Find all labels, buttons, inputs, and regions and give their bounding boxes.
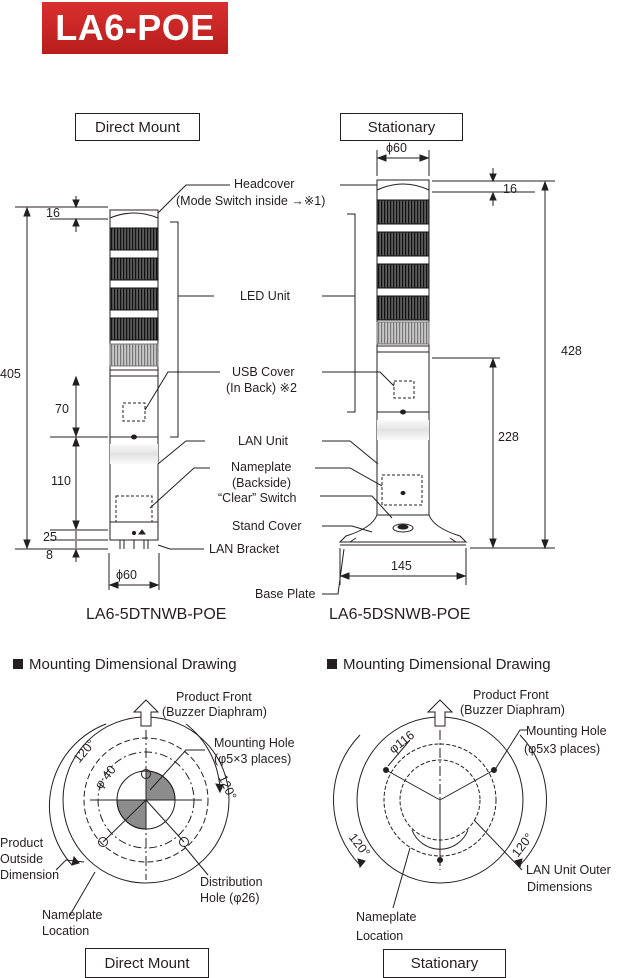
callout-base-plate: Base Plate [255, 587, 316, 601]
stationary-view-label: Stationary [340, 113, 463, 141]
callout-backside: (Backside) [232, 476, 292, 490]
stationary-plan [333, 699, 547, 909]
label-location-right: Location [356, 929, 404, 943]
label-product-front-left: Product Front [176, 690, 252, 704]
label-dimension: Dimension [0, 868, 60, 882]
callout-stand-cover: Stand Cover [232, 519, 302, 533]
callout-lan-bracket: LAN Bracket [209, 542, 280, 556]
callout-mode-switch: (Mode Switch inside →※1) [176, 194, 326, 208]
label-product-front-right: Product Front [473, 688, 549, 702]
callout-usb-cover: USB Cover [232, 365, 295, 379]
section-title-left: Mounting Dimensional Drawing [13, 656, 237, 673]
label-hole-spec-left: (φ5×3 places) [214, 752, 292, 766]
model-direct-mount: LA6-5DTNWB-POE [86, 606, 227, 623]
dim-phi60-left: ϕ60 [116, 568, 137, 582]
model-stationary: LA6-5DSNWB-POE [329, 606, 471, 623]
section-title-right: Mounting Dimensional Drawing [327, 656, 551, 673]
dim-428: 428 [561, 344, 582, 358]
dim-phi60-right: ϕ60 [386, 141, 407, 155]
callout-headcover: Headcover [234, 177, 295, 191]
callout-lan-unit: LAN Unit [238, 434, 289, 448]
dim-16-right: 16 [503, 182, 517, 196]
label-nameplate-left: Nameplate [42, 908, 103, 922]
label-hole26: Hole (φ26) [200, 891, 260, 905]
label-nameplate-right: Nameplate [356, 910, 417, 924]
stationary-plan-label: Stationary [383, 949, 506, 978]
dim-228: 228 [498, 430, 519, 444]
callout-led-unit: LED Unit [240, 289, 291, 303]
label-mounting-hole-left: Mounting Hole [214, 736, 295, 750]
callout-in-back: (In Back) ※2 [226, 381, 297, 395]
direct-mount-tower [109, 209, 159, 549]
square-bullet-icon [327, 659, 337, 669]
label-distribution: Distribution [200, 875, 263, 889]
direct-mount-plan [48, 699, 230, 916]
label-buzzer-left: (Buzzer Diaphram) [162, 705, 267, 719]
callout-clear-switch: “Clear” Switch [218, 491, 297, 505]
dim-110: 110 [51, 474, 71, 488]
direct-mount-plan-label: Direct Mount [85, 948, 209, 978]
label-buzzer-right: (Buzzer Diaphram) [460, 703, 565, 717]
stationary-tower [338, 179, 468, 546]
section-title-right-text: Mounting Dimensional Drawing [343, 656, 551, 673]
dim-25: 25 [43, 530, 57, 544]
label-lan-outer: LAN Unit Outer [526, 863, 611, 877]
section-title-left-text: Mounting Dimensional Drawing [29, 656, 237, 673]
square-bullet-icon [13, 659, 23, 669]
dim-70: 70 [55, 402, 69, 416]
direct-mount-view-label: Direct Mount [75, 113, 200, 141]
dim-16-left: 16 [46, 206, 60, 220]
product-title: LA6-POE [42, 2, 228, 54]
dim-8: 8 [46, 548, 53, 562]
dim-405: 405 [0, 367, 21, 381]
dim-145: 145 [391, 559, 412, 573]
label-dimensions: Dimensions [527, 880, 593, 894]
label-product: Product [0, 836, 44, 850]
label-hole-spec-right: (φ5x3 places) [524, 742, 601, 756]
callout-nameplate: Nameplate [231, 460, 292, 474]
label-outside: Outside [0, 852, 44, 866]
label-location-left: Location [42, 924, 90, 938]
label-mounting-hole-right: Mounting Hole [526, 724, 607, 738]
